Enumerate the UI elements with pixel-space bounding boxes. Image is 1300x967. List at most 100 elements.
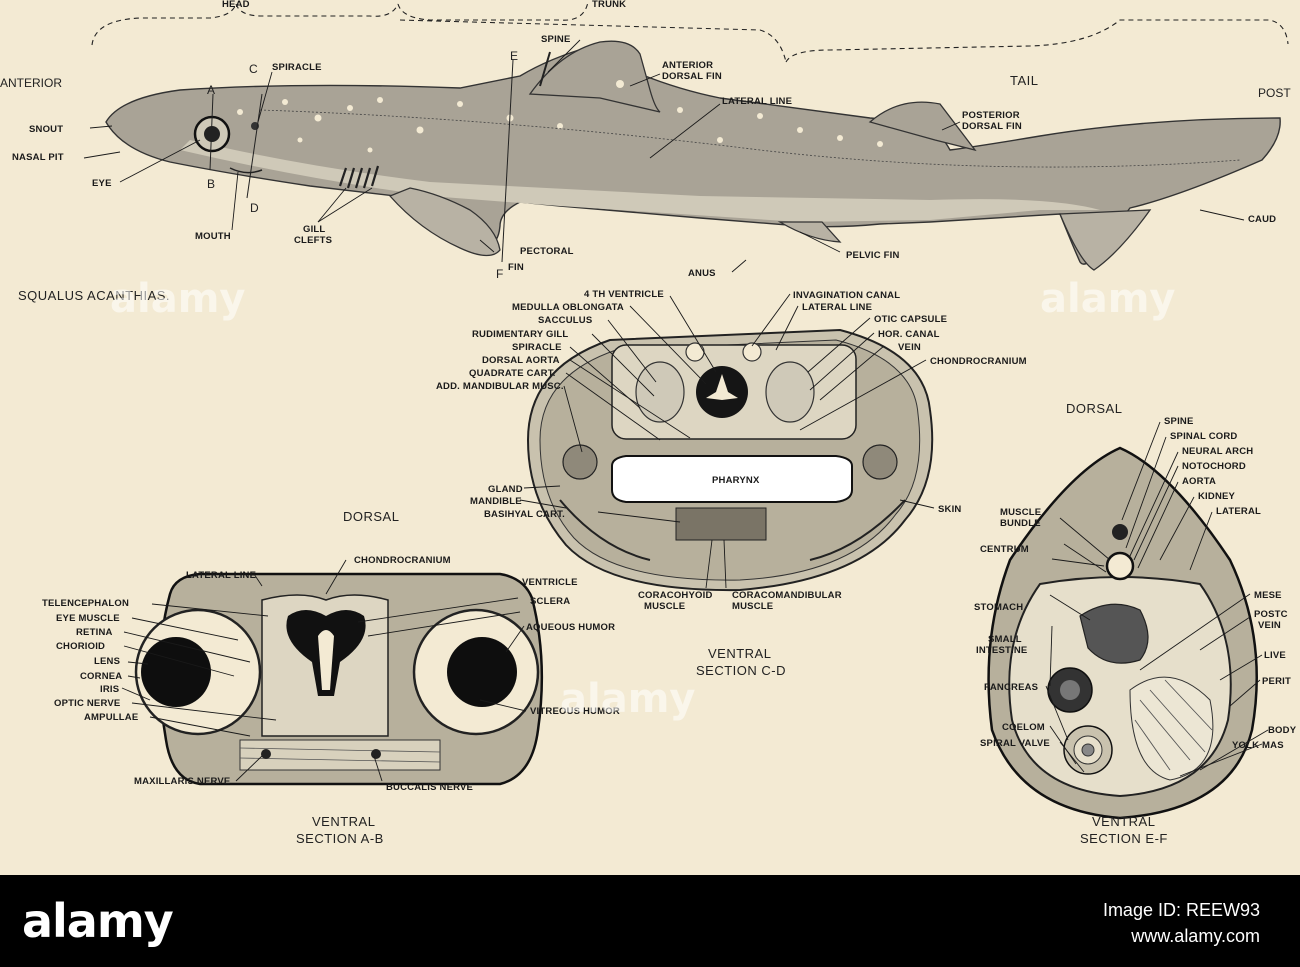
anatomy-diagram: HEAD TRUNK TAIL ANTERIOR POST xyxy=(0,0,1297,846)
label-quadrate: QUADRATE CART. xyxy=(469,368,556,379)
label-notochord: NOTOCHORD xyxy=(1182,461,1246,472)
posterior-label: POST xyxy=(1258,86,1291,100)
label-cd-chondrocranium: CHONDROCRANIUM xyxy=(930,356,1027,367)
label-stomach: STOMACH xyxy=(974,602,1023,613)
label-kidney: KIDNEY xyxy=(1198,491,1236,502)
pectoral-fin xyxy=(388,187,501,257)
anterior-dorsal-fin xyxy=(528,40,661,113)
label-bundle-2: BUNDLE xyxy=(1000,518,1041,529)
label-anterior-dorsal-1: ANTERIOR xyxy=(662,60,713,71)
label-eye: EYE xyxy=(92,178,112,189)
label-coracohyoid-2: MUSCLE xyxy=(644,601,685,612)
anterior-label: ANTERIOR xyxy=(0,76,62,90)
label-cd-lateral-line: LATERAL LINE xyxy=(802,302,872,313)
label-small-1: SMALL xyxy=(988,634,1022,645)
label-coracomandibular-2: MUSCLE xyxy=(732,601,773,612)
shark-leaders xyxy=(83,39,1245,273)
shark-spots xyxy=(237,80,883,153)
label-skin: SKIN xyxy=(938,504,962,515)
label-sacculus: SACCULUS xyxy=(538,315,592,326)
shark-illustration xyxy=(105,40,1281,271)
label-pectoral: PECTORAL xyxy=(520,246,574,257)
label-ef-lateral: LATERAL xyxy=(1216,506,1261,517)
label-pelvic-fin: PELVIC FIN xyxy=(846,250,900,261)
posterior-dorsal-fin xyxy=(868,101,977,152)
cut-letter-d: D xyxy=(250,201,259,215)
region-trunk-label: TRUNK xyxy=(592,0,626,10)
region-tail-label: TAIL xyxy=(1010,73,1039,88)
section-ef-leaders xyxy=(1045,421,1269,777)
section-cd-caption-2: SECTION C-D xyxy=(696,663,786,678)
label-buccalis: BUCCALIS NERVE xyxy=(386,782,473,793)
label-gill: GILL xyxy=(303,224,325,235)
label-gland: GLAND xyxy=(488,484,523,495)
label-iris: IRIS xyxy=(100,684,119,695)
species-name: SQUALUS ACANTHIAS. xyxy=(18,288,170,303)
section-ab-leaders xyxy=(121,559,527,782)
section-ef-dorsal: DORSAL xyxy=(1066,401,1122,416)
label-dorsal-aorta: DORSAL AORTA xyxy=(482,355,560,366)
label-pancreas: PANCREAS xyxy=(984,682,1038,693)
label-hor-canal: HOR. CANAL xyxy=(878,329,940,340)
label-ab-lateral-line: LATERAL LINE xyxy=(186,570,256,581)
label-chorioid: CHORIOID xyxy=(56,641,105,652)
label-coelom: COELOM xyxy=(1002,722,1045,733)
section-cd-caption-1: VENTRAL xyxy=(708,646,771,661)
label-aqueous: AQUEOUS HUMOR xyxy=(526,622,615,633)
label-optic-nerve: OPTIC NERVE xyxy=(54,698,120,709)
label-ef-spine: SPINE xyxy=(1164,416,1194,427)
section-ab-dorsal: DORSAL xyxy=(343,509,399,524)
pelvic-fin xyxy=(777,221,842,243)
cut-letter-f: F xyxy=(496,267,503,281)
label-medulla: MEDULLA OBLONGATA xyxy=(512,302,624,313)
label-vein: VEIN xyxy=(898,342,921,353)
label-aorta: AORTA xyxy=(1182,476,1216,487)
section-ab-caption-1: VENTRAL xyxy=(312,814,375,829)
label-spine: SPINE xyxy=(541,34,571,45)
shark-mouth xyxy=(229,167,263,174)
label-ampullae: AMPULLAE xyxy=(84,712,138,723)
region-braces xyxy=(91,1,1289,63)
label-nasal-pit: NASAL PIT xyxy=(12,152,64,163)
alamy-logo[interactable]: alamy xyxy=(22,894,174,948)
label-pharynx: PHARYNX xyxy=(712,475,760,486)
label-posterior-dorsal-2: DORSAL FIN xyxy=(962,121,1022,132)
label-posterior-dorsal-1: POSTERIOR xyxy=(962,110,1020,121)
label-body: BODY xyxy=(1268,725,1297,736)
label-retina: RETINA xyxy=(76,627,113,638)
section-ab-drawing xyxy=(134,572,544,786)
gill-clefts xyxy=(338,165,380,189)
section-ef-caption-2: SECTION E-F xyxy=(1080,831,1168,846)
label-eye-muscle: EYE MUSCLE xyxy=(56,613,120,624)
label-maxillaris: MAXILLARIS NERVE xyxy=(134,776,230,787)
label-yolk: YOLK MAS xyxy=(1232,740,1284,751)
cut-letter-a: A xyxy=(207,83,215,97)
label-cd-spiracle: SPIRACLE xyxy=(512,342,562,353)
label-snout: SNOUT xyxy=(29,124,63,135)
label-clefts: CLEFTS xyxy=(294,235,332,246)
cut-letter-e: E xyxy=(510,49,518,63)
label-mouth: MOUTH xyxy=(195,231,231,242)
label-basihyal: BASIHYAL CART. xyxy=(484,509,565,520)
label-4th-ventricle: 4 TH VENTRICLE xyxy=(584,289,664,300)
cut-letter-c: C xyxy=(249,62,258,76)
label-caudal: CAUD xyxy=(1248,214,1276,225)
section-ef-caption-1: VENTRAL xyxy=(1092,814,1155,829)
label-postc-2: VEIN xyxy=(1258,620,1281,631)
label-centrum: CENTRUM xyxy=(980,544,1029,555)
label-invagination: INVAGINATION CANAL xyxy=(793,290,900,301)
site-url-link[interactable]: www.alamy.com xyxy=(1131,926,1260,946)
caudal-lower-lobe xyxy=(1059,209,1152,271)
label-neural-arch: NEURAL ARCH xyxy=(1182,446,1253,457)
label-coracomandibular-1: CORACOMANDIBULAR xyxy=(732,590,842,601)
label-otic-capsule: OTIC CAPSULE xyxy=(874,314,947,325)
label-spiral-valve: SPIRAL VALVE xyxy=(980,738,1050,749)
section-cd-drawing xyxy=(526,328,934,592)
label-anterior-dorsal-2: DORSAL FIN xyxy=(662,71,722,82)
label-cornea: CORNEA xyxy=(80,671,122,682)
diagram-plate: HEAD TRUNK TAIL ANTERIOR POST xyxy=(0,0,1297,846)
cut-lines xyxy=(209,59,514,263)
section-ef-drawing xyxy=(987,446,1258,820)
region-head-label: HEAD xyxy=(222,0,250,10)
image-id-text: Image ID: REEW93 xyxy=(1102,900,1260,920)
